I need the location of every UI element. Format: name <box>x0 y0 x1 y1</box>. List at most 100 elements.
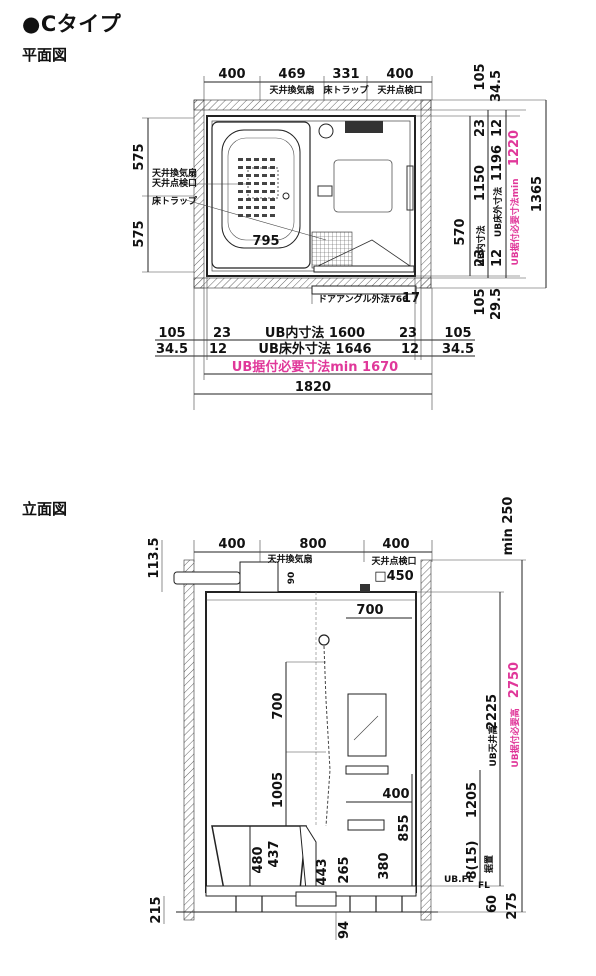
plan-top-label-fan: 天井換気扇 <box>269 84 314 96</box>
elev-left-700: 700 <box>271 692 286 719</box>
elev-shelf <box>345 765 389 775</box>
elev-dim-60: 60 <box>485 895 500 913</box>
plan-ceiling-hatch-outline <box>333 159 393 213</box>
elev-fl-note: 据置 <box>483 855 495 873</box>
plan-right-req-value: 1220 <box>507 130 522 166</box>
plan-ub-outline <box>206 115 416 277</box>
plan-view: 400 469 331 400 天井換気扇 床トラップ 天井点検口 575 57… <box>132 63 547 410</box>
plan-row1-left-105: 105 <box>158 326 185 341</box>
plan-row3-req: UB据付必要寸法min 1670 <box>232 359 398 375</box>
elev-right-2225: 2225 <box>485 694 500 730</box>
plan-right-1365: 1365 <box>530 176 545 212</box>
plan-right-23-top: 23 <box>473 119 488 137</box>
plan-row1-inner: UB内寸法 1600 <box>265 325 365 341</box>
plan-top-dim-4: 400 <box>386 67 413 82</box>
elev-dim-855: 855 <box>397 814 412 841</box>
plan-row2-left-12: 12 <box>209 342 227 357</box>
elev-duct <box>173 571 241 585</box>
plan-right-1196: 1196 <box>490 145 505 181</box>
elev-dim-443: 443 <box>315 858 330 885</box>
plan-top-dim-1: 400 <box>218 67 245 82</box>
plan-right-outer-label: UB床外寸法 <box>492 187 504 237</box>
plan-door-angle-extra: 17 <box>402 291 420 306</box>
plan-row2-right-12: 12 <box>401 342 419 357</box>
elev-legs <box>235 896 403 912</box>
elev-dim-215: 215 <box>149 896 164 923</box>
plan-top-label-trap: 床トラップ <box>323 84 369 96</box>
elev-min250: min 250 <box>501 497 516 556</box>
elev-dim-480: 480 <box>251 846 266 873</box>
plan-faucet-icon <box>317 185 333 197</box>
plan-left-dim-1: 575 <box>132 143 147 170</box>
elev-dim-90: 90 <box>287 572 297 585</box>
plan-mirror-shelf <box>345 121 383 133</box>
plan-row1-right-105: 105 <box>444 326 471 341</box>
plan-row2-outer: UB床外寸法 1646 <box>258 341 371 357</box>
plan-right-105-bottom: 105 <box>473 288 488 315</box>
plan-shower-head-icon <box>318 123 334 139</box>
elev-dim-400: 400 <box>382 787 409 802</box>
plan-top-dim-2: 469 <box>278 67 305 82</box>
page-title: ●Cタイプ <box>22 12 122 36</box>
elev-dim-700h: 700 <box>356 603 383 618</box>
plan-view-label: 平面図 <box>22 46 68 64</box>
plan-right-23-bottom: 23 <box>473 249 488 267</box>
elev-wall-left <box>183 559 195 921</box>
plan-wall-left <box>193 99 205 289</box>
plan-right-12-top: 12 <box>490 119 505 137</box>
plan-bathtub-inner <box>227 137 295 241</box>
plan-door-angle <box>311 285 417 295</box>
elev-mirror <box>347 693 387 757</box>
plan-row1-left-23: 23 <box>213 326 231 341</box>
elev-ubfl-label: UB.FL <box>444 875 474 885</box>
elev-dim-275: 275 <box>505 892 520 919</box>
elev-dim-8-15: 8(15) <box>465 840 480 879</box>
plan-wall-right <box>420 99 432 289</box>
elev-wall-right <box>420 559 432 921</box>
elev-ceiling-fan <box>239 561 279 593</box>
plan-tub-width: 795 <box>252 234 279 249</box>
elev-right-2225-label: UB天井高 <box>487 725 499 766</box>
plan-door <box>313 265 415 273</box>
elev-fl-label: FL <box>478 881 490 891</box>
elev-right-req-value: 2750 <box>507 662 522 698</box>
plan-row2-right-345: 34.5 <box>442 342 474 357</box>
plan-row2-left-345: 34.5 <box>156 342 188 357</box>
plan-right-12-bottom: 12 <box>490 249 505 267</box>
elev-top-dim-1: 400 <box>218 537 245 552</box>
plan-right-570: 570 <box>453 218 468 245</box>
elev-dim-380: 380 <box>377 852 392 879</box>
plan-left-dim-2: 575 <box>132 220 147 247</box>
elev-right-req-label: UB据付必要高 <box>509 708 521 767</box>
plan-left-label-access: 天井点検口 <box>152 177 197 189</box>
elevation-view: 400 800 400 天井換気扇 天井点検口 □450 90 113.5 70… <box>147 497 526 940</box>
elev-bathtub-apron <box>299 825 317 891</box>
plan-total-1820: 1820 <box>295 380 331 395</box>
plan-ceiling-fan-outline <box>247 167 279 199</box>
elev-left-1005: 1005 <box>271 772 286 808</box>
elev-top-dim-2: 800 <box>299 537 326 552</box>
elev-top-label-fan: 天井換気扇 <box>267 553 312 565</box>
elev-top-dim-3: 400 <box>382 537 409 552</box>
plan-right-inner-label: UB内寸法 <box>475 225 487 266</box>
elev-hatch-size: □450 <box>374 569 413 584</box>
plan-right-105-top: 105 <box>473 63 488 90</box>
plan-right-295-bottom: 29.5 <box>489 288 504 320</box>
plan-right-345-top: 34.5 <box>489 70 504 102</box>
elev-dim-94: 94 <box>337 921 352 939</box>
elev-shower-head-icon <box>318 634 330 646</box>
plan-door-swing <box>317 239 411 267</box>
plan-grab-bar <box>406 165 414 211</box>
plan-top-label-access: 天井点検口 <box>377 84 422 96</box>
plan-door-angle-label: ドアアングル外法766 <box>318 293 408 305</box>
plan-bathtub-basin <box>221 129 301 249</box>
elev-drain-trap <box>295 891 337 907</box>
plan-top-dim-3: 331 <box>332 67 359 82</box>
elevation-view-label: 立面図 <box>22 500 68 518</box>
elev-top-label-access: 天井点検口 <box>371 555 416 567</box>
elev-dim-437: 437 <box>267 840 282 867</box>
elev-dim-1135: 113.5 <box>147 537 162 578</box>
plan-right-req-label: UB据付必要寸法min <box>509 178 521 265</box>
elev-right-1205: 1205 <box>465 782 480 818</box>
